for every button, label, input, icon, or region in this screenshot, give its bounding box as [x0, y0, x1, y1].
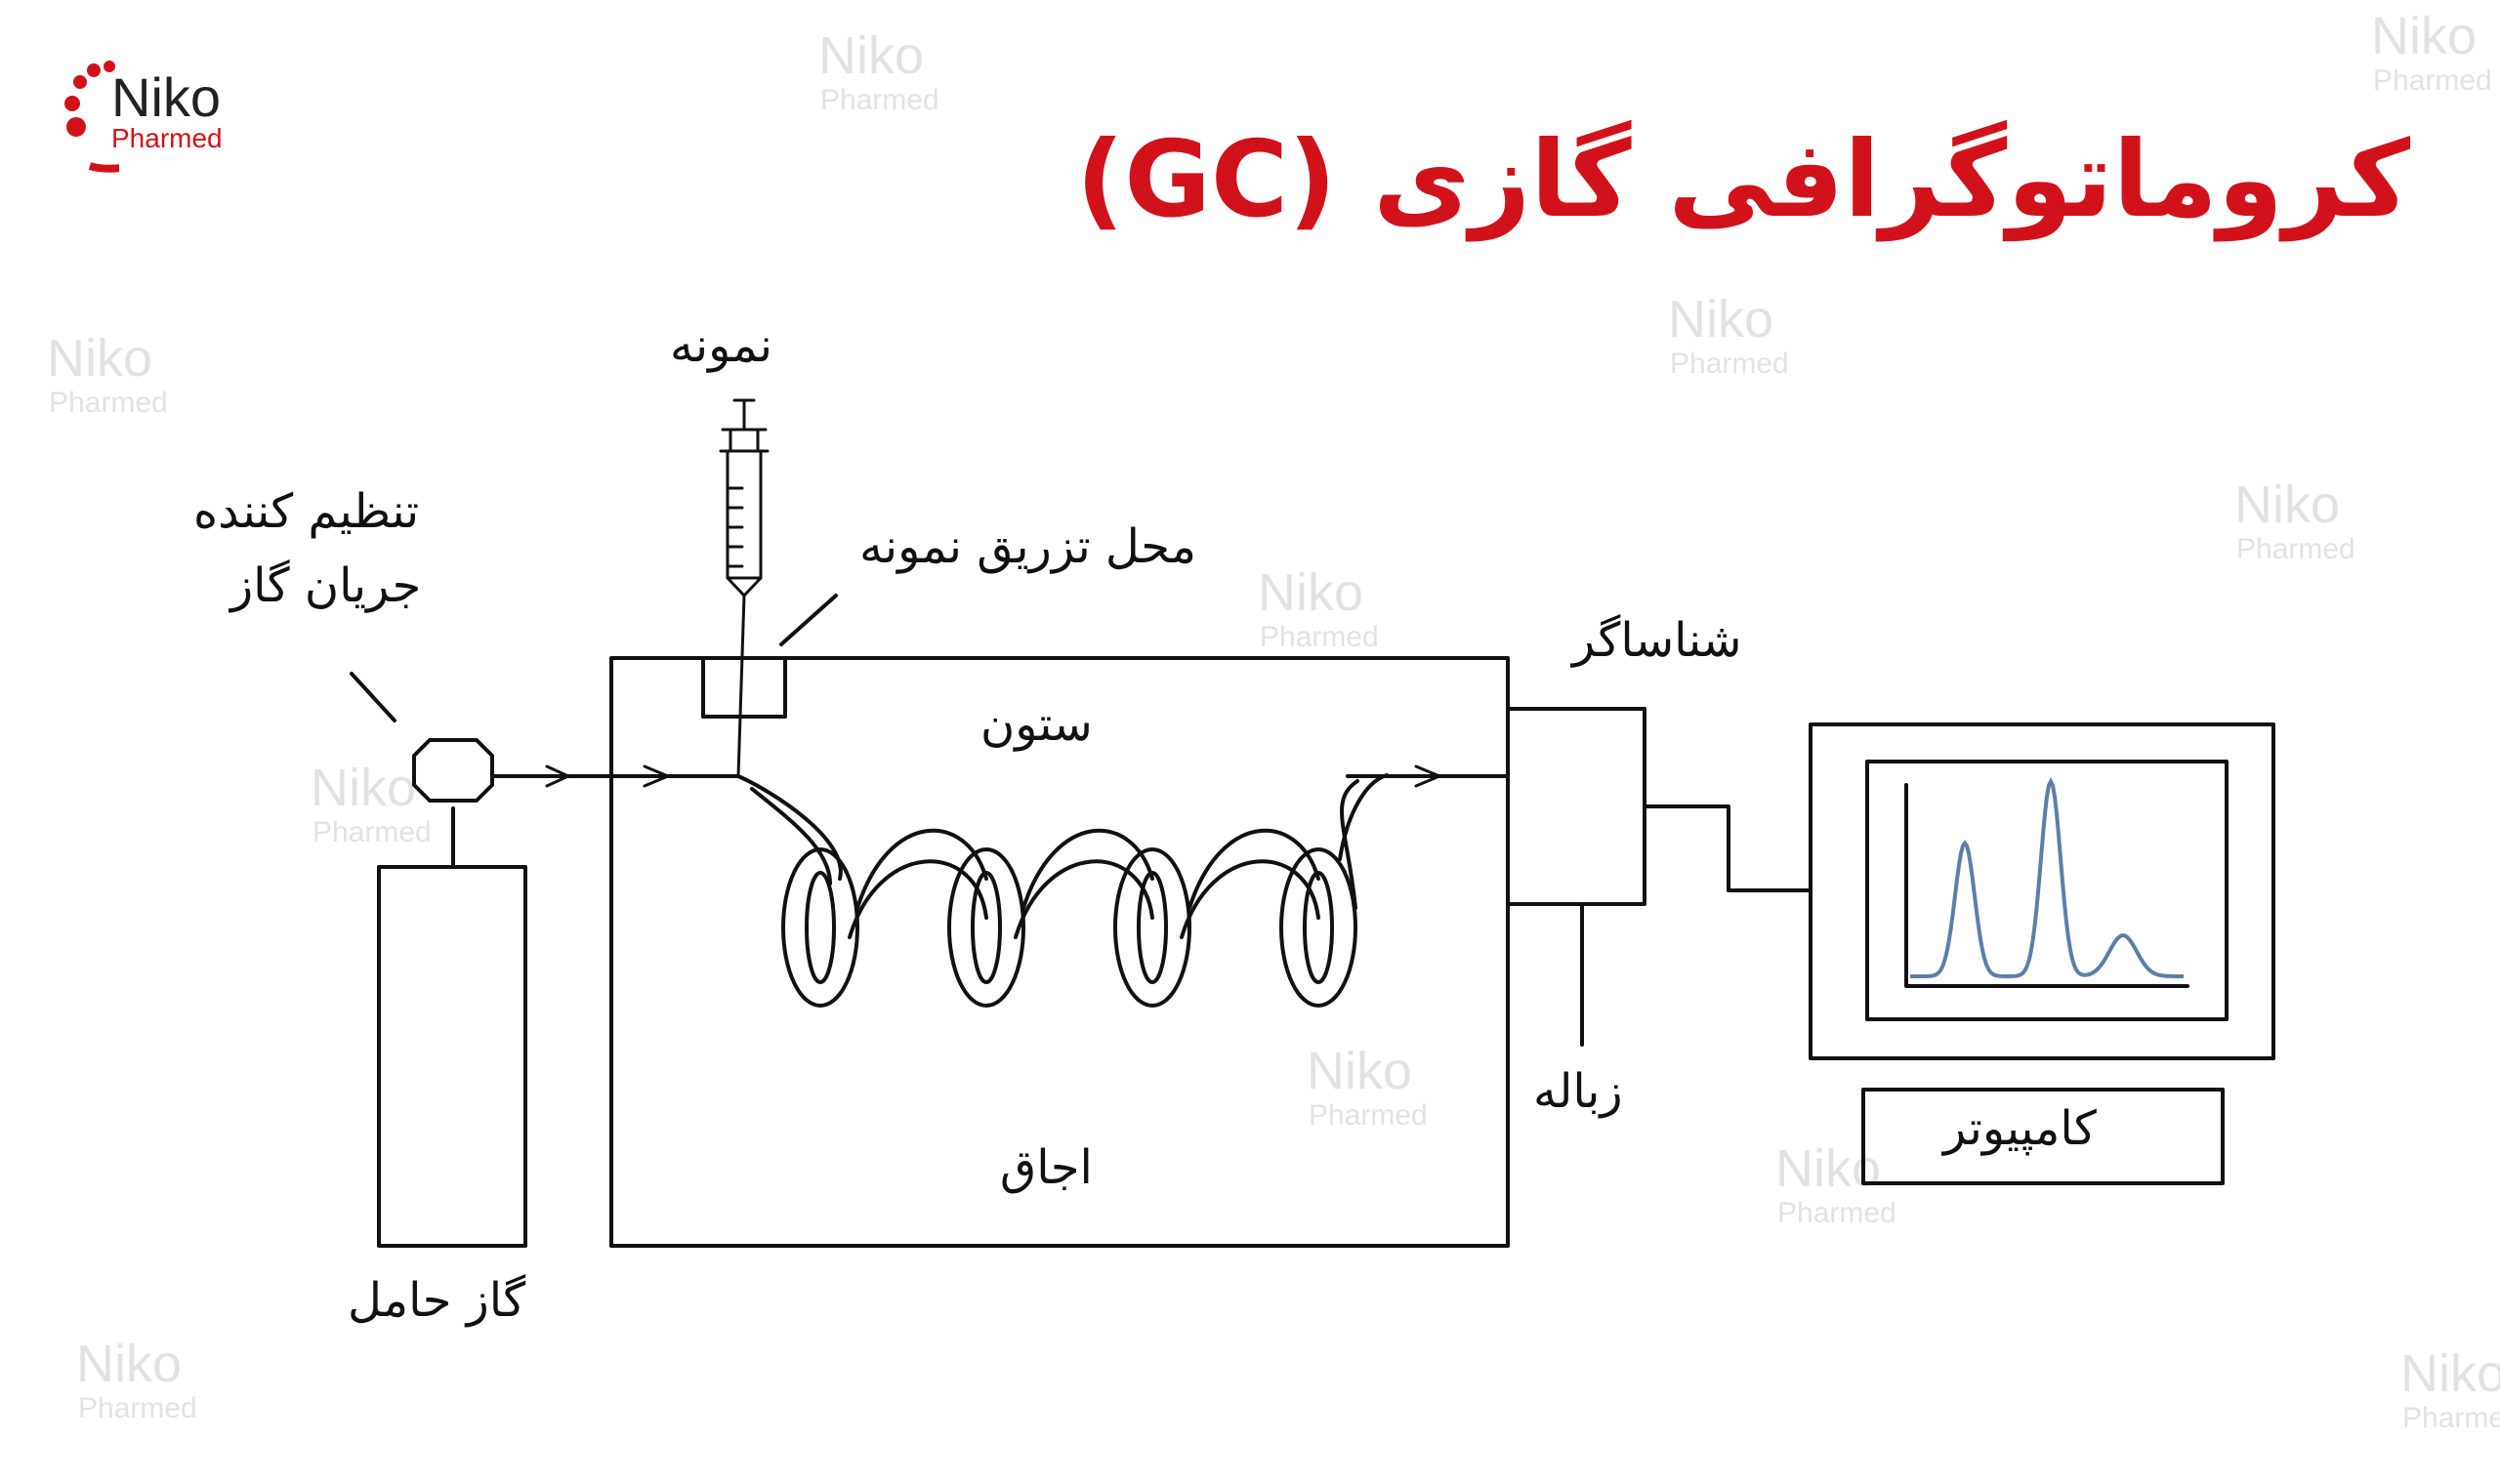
flow-regulator-label-line2: جریان گاز: [230, 558, 422, 613]
watermark-sub: Pharmed: [78, 1392, 197, 1424]
watermark-sub: Pharmed: [2373, 64, 2492, 97]
watermark-name: Niko: [76, 1335, 183, 1393]
chromatogram-axes: [1904, 783, 2189, 988]
watermark-sub: Pharmed: [49, 387, 168, 419]
detector-label: شناساگر: [1572, 613, 1742, 668]
watermark-sub: Pharmed: [2236, 533, 2355, 565]
watermark-name: Niko: [47, 329, 153, 388]
computer-monitor: [1809, 722, 2275, 1060]
monitor-screen: [1865, 760, 2229, 1021]
column-label: ستون: [980, 697, 1093, 752]
waste-label: زباله: [1533, 1064, 1623, 1119]
oven-label: اجاق: [1000, 1140, 1093, 1195]
watermark-sub: Pharmed: [2402, 1402, 2500, 1434]
injection-port: [701, 656, 787, 719]
flow-regulator-label-line1: تنظیم کننده: [193, 484, 420, 539]
watermark-sub: Pharmed: [1260, 621, 1379, 653]
regulator-pointer-line: [350, 672, 396, 722]
watermark-sub: Pharmed: [312, 816, 432, 848]
injection-port-label: محل تزریق نمونه: [859, 519, 1196, 574]
watermark-name: Niko: [2400, 1344, 2500, 1403]
injection-pointer-line: [779, 594, 838, 646]
niko-pharmed-logo: Niko Pharmed: [61, 49, 256, 195]
carrier-gas-cylinder: [377, 865, 527, 1248]
flow-regulator: [412, 738, 494, 803]
computer-label: کامپیوتر: [1943, 1101, 2097, 1156]
computer-label-box: [1861, 1088, 2225, 1185]
chromatogram-signal: [1910, 777, 2184, 978]
page-title: کروماتوگرافی گازی (GC): [1075, 119, 2410, 241]
syringe-icon: [719, 398, 770, 598]
logo-sub: Pharmed: [111, 123, 223, 153]
sample-label: نمونه: [670, 318, 772, 373]
watermark-sub: Pharmed: [1670, 348, 1789, 380]
column-coil: [736, 773, 1389, 1008]
watermark-name: Niko: [1668, 290, 1774, 349]
watermark-name: Niko: [1307, 1042, 1413, 1100]
oven-box: [609, 656, 1510, 1248]
watermark-name: Niko: [311, 759, 417, 817]
carrier-gas-label: گاز حامل: [348, 1273, 526, 1328]
watermark-name: Niko: [2234, 475, 2341, 534]
paw-logo-icon: [64, 61, 119, 173]
logo-name: Niko: [111, 66, 222, 128]
watermark-name: Niko: [818, 26, 925, 85]
watermark-sub: Pharmed: [1309, 1099, 1428, 1132]
watermark-name: Niko: [2371, 7, 2478, 65]
watermark-sub: Pharmed: [1777, 1197, 1896, 1229]
watermark-name: Niko: [1258, 563, 1364, 622]
detector-box: [1506, 707, 1646, 906]
watermark-sub: Pharmed: [820, 84, 939, 116]
